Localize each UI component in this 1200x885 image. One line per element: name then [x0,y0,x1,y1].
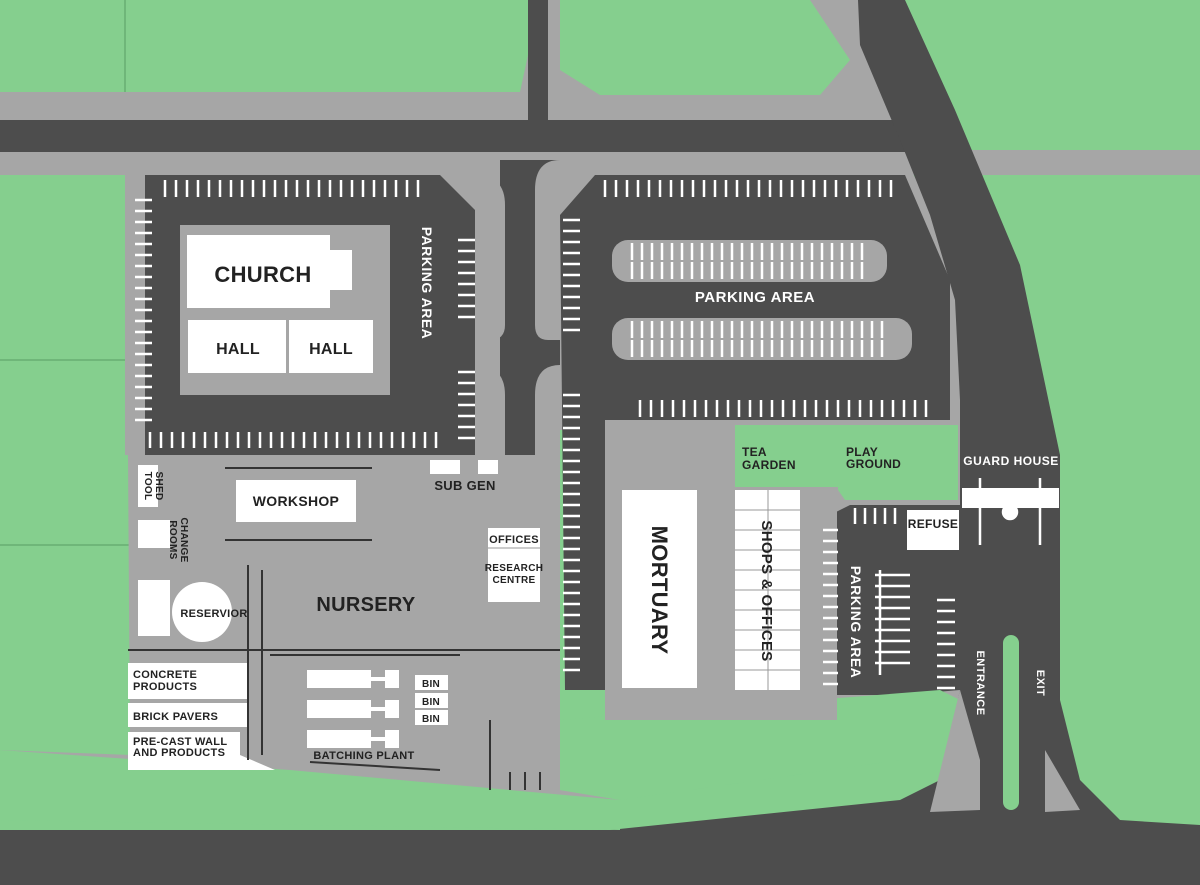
mortuary-building [622,490,697,688]
hall-right-label: HALL [309,341,353,358]
concrete-products-label-2: PRODUCTS [133,681,197,693]
play-ground-area [838,425,958,500]
bin-label-2: BIN [422,697,440,708]
guard-house-lines [978,478,1042,545]
church-label: CHURCH [214,262,311,287]
offices-label: OFFICES [489,534,539,546]
exit-label: EXIT [1034,670,1046,696]
tool-shed-label-1: TOOL [142,472,153,501]
change-rooms-building [138,520,170,548]
field-divider-lines [0,0,130,546]
hall-right-building [289,320,373,373]
brick-pavers-label: BRICK PAVERS [133,711,218,723]
hall-left-building [188,320,286,373]
road-islands [475,160,560,455]
guard-house-building [962,488,1059,508]
workshop-label: WORKSHOP [253,493,339,509]
bin-building-3 [415,710,448,725]
reservior-building [172,582,232,642]
tool-shed-building [138,465,158,507]
sub-gen-building-1 [430,460,460,474]
tea-garden-area [735,425,838,487]
mortuary-label: MORTUARY [647,526,672,655]
refuse-label: REFUSE [908,517,958,531]
entrance-exit-islands [930,635,1080,812]
precast-label-1: PRE-CAST WALL [133,736,227,748]
concrete-products-label-1: CONCRETE [133,669,197,681]
hall-left-label: HALL [216,341,260,358]
bin-label-1: BIN [422,679,440,690]
workshop-building [236,480,356,522]
guard-house-label: GUARD HOUSE [963,454,1059,468]
buildings [128,235,1059,770]
reservior-tank-side [138,580,170,636]
research-centre-label-2: CENTRE [493,575,536,586]
small-parking-label: PARKING AREA [848,566,864,679]
brick-pavers-building [128,703,248,727]
reservior-label: RESERVIOR [180,608,247,620]
refuse-building [907,510,959,550]
sub-gen-label: SUB GEN [434,478,495,493]
church-building [187,235,352,308]
batching-plant-tank-1 [307,670,371,688]
change-rooms-label-1: CHANGE [178,517,189,562]
batching-plant-tank-3 [307,730,371,748]
research-centre-label-1: RESEARCH [485,563,544,574]
main-parking-label: PARKING AREA [695,289,815,306]
nursery-label: NURSERY [316,594,416,616]
precast-building [128,732,275,770]
offices-building [488,528,540,602]
bin-building-2 [415,693,448,708]
bin-label-3: BIN [422,714,440,725]
shops-offices-label: SHOPS & OFFICES [758,520,775,661]
tea-garden-label-2: GARDEN [742,458,796,472]
tea-garden-label-1: TEA [742,445,767,459]
nursery-lines [128,467,560,790]
batching-plant-label: BATCHING PLANT [313,750,414,762]
church-parking-label: PARKING AREA [419,227,435,340]
batching-plant-tank-2 [307,700,371,718]
bin-building-1 [415,675,448,690]
building-details [488,490,800,690]
sub-gen-building-2 [478,460,498,474]
concrete-products-building [128,663,248,699]
play-ground-label-2: GROUND [846,457,901,471]
change-rooms-label-2: ROOMS [167,520,178,559]
play-ground-label-1: PLAY [846,445,878,459]
parking-stall-marks [135,180,955,690]
tool-shed-label-2: SHED [153,472,164,501]
precast-label-2: AND PRODUCTS [133,747,225,759]
entrance-label: ENTRANCE [974,650,986,715]
